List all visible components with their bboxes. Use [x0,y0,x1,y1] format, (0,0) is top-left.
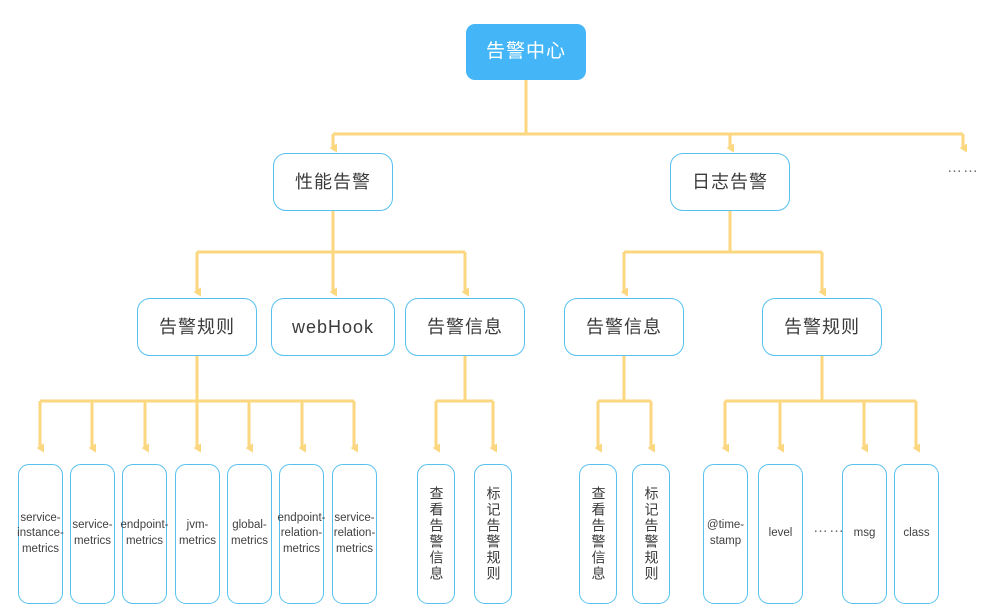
leaf-log-view-alarm-info-label: 查看告警信息 [590,486,607,582]
node-log-alarm[interactable]: 日志告警 [670,153,790,211]
leaf-log-view-alarm-info[interactable]: 查看告警信息 [579,464,617,604]
leaf-msg-label: msg [853,527,876,540]
node-performance-alarm-label: 性能告警 [295,171,371,192]
node-log-alarm-rules-label: 告警规则 [784,316,860,337]
node-perf-alarm-info[interactable]: 告警信息 [405,298,525,356]
leaf-timestamp[interactable]: @time-stamp [703,464,748,604]
node-log-alarm-label: 日志告警 [692,171,768,192]
leaf-jvm-metrics[interactable]: jvm-metrics [175,464,220,604]
leaf-global-metrics-label: global-metrics [230,519,269,547]
leaf-endpoint-metrics-label: endpoint-metrics [120,519,169,547]
node-webhook[interactable]: webHook [271,298,395,356]
leaf-class[interactable]: class [894,464,939,604]
leaf-timestamp-label: @time-stamp [706,519,745,547]
node-perf-alarm-rules-label: 告警规则 [159,316,235,337]
node-level2-ellipsis: …… [933,155,993,179]
node-log-alarm-info[interactable]: 告警信息 [564,298,684,356]
leaf-perf-mark-alarm-rule-label: 标记告警规则 [485,486,502,582]
leaf-msg[interactable]: msg [842,464,887,604]
leaf-perf-mark-alarm-rule[interactable]: 标记告警规则 [474,464,512,604]
leaf-log-mark-alarm-rule[interactable]: 标记告警规则 [632,464,670,604]
node-alarm-center[interactable]: 告警中心 [466,24,586,80]
leaf-service-metrics-label: service-metrics [72,519,113,547]
leaf-log-fields-ellipsis-label: …… [813,518,845,536]
leaf-service-metrics[interactable]: service-metrics [70,464,115,604]
leaf-log-fields-ellipsis: …… [805,515,853,539]
leaf-endpoint-relation-metrics[interactable]: endpoint-relation-metrics [277,464,326,604]
node-log-alarm-info-label: 告警信息 [586,316,662,337]
leaf-endpoint-metrics[interactable]: endpoint-metrics [120,464,169,604]
leaf-log-mark-alarm-rule-label: 标记告警规则 [643,486,660,582]
leaf-perf-view-alarm-info-label: 查看告警信息 [428,486,445,582]
leaf-level[interactable]: level [758,464,803,604]
node-perf-alarm-info-label: 告警信息 [427,316,503,337]
node-alarm-center-label: 告警中心 [485,41,566,63]
node-performance-alarm[interactable]: 性能告警 [273,153,393,211]
leaf-global-metrics[interactable]: global-metrics [227,464,272,604]
leaf-perf-view-alarm-info[interactable]: 查看告警信息 [417,464,455,604]
node-perf-alarm-rules[interactable]: 告警规则 [137,298,257,356]
leaf-service-relation-metrics[interactable]: service-relation-metrics [332,464,377,604]
level2-ellipsis-label: …… [947,158,979,176]
node-log-alarm-rules[interactable]: 告警规则 [762,298,882,356]
leaf-service-instance-metrics-label: service-instance-metrics [17,511,64,555]
leaf-class-label: class [903,527,930,540]
node-webhook-label: webHook [291,316,375,337]
leaf-endpoint-relation-metrics-label: endpoint-relation-metrics [277,511,326,555]
leaf-level-label: level [768,527,793,540]
leaf-jvm-metrics-label: jvm-metrics [178,519,217,547]
leaf-service-relation-metrics-label: service-relation-metrics [333,511,376,555]
leaf-service-instance-metrics[interactable]: service-instance-metrics [17,464,64,604]
